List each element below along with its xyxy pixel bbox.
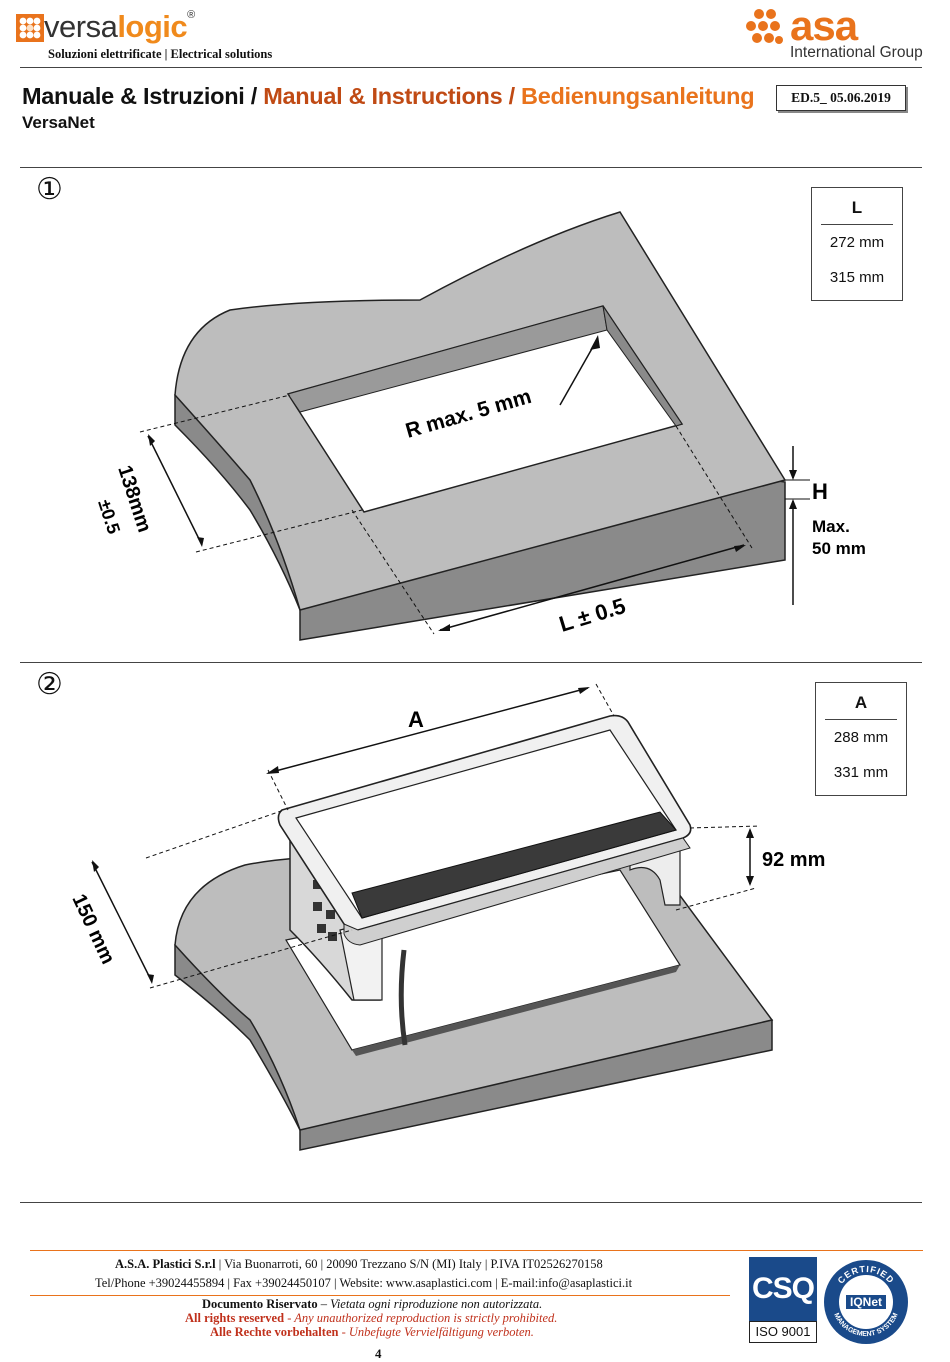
asa-subtitle: International Group <box>790 44 923 61</box>
page-number: 4 <box>375 1346 382 1361</box>
versalogic-dots-icon <box>16 14 44 42</box>
iso-label: ISO 9001 <box>749 1321 817 1343</box>
page-title: Manuale & Istruzioni / Manual & Instruct… <box>22 83 755 109</box>
height-label-92: 92 mm <box>762 849 825 871</box>
step2-dimension-table: A 288 mm 331 mm <box>815 682 907 796</box>
step-number-1: ① <box>36 172 63 207</box>
footer-reserved-it: Documento Riservato – Vietata ogni ripro… <box>202 1297 543 1311</box>
product-name: VersaNet <box>22 113 95 132</box>
edition-badge: ED.5_ 05.06.2019 <box>776 85 906 111</box>
height-label: H <box>812 479 828 504</box>
step-number-2: ② <box>36 667 63 702</box>
iqnet-certification-badge: CERTIFIED MANAGEMENT SYSTEM IQNet <box>824 1260 908 1344</box>
height-max-label: Max. <box>812 517 850 536</box>
step1-dimension-table: L 272 mm 315 mm <box>811 187 903 301</box>
footer-contact: Tel/Phone +39024455894 | Fax +3902445010… <box>95 1276 633 1290</box>
step2-table-value: 288 mm <box>833 729 889 746</box>
footer-company: A.S.A. Plastici S.r.l | Via Buonarroti, … <box>115 1257 603 1271</box>
length-label-a: A <box>408 707 424 732</box>
asa-wordmark: asa <box>790 2 858 49</box>
csq-certification-badge: CSQ ISO 9001 <box>749 1257 817 1345</box>
footer-rule-mid <box>30 1295 730 1296</box>
step2-table-header: A <box>854 693 868 712</box>
step2-installation-diagram: A 150 mm 92 mm <box>67 683 825 1151</box>
width-tolerance: ±0.5 <box>94 497 124 536</box>
versalogic-tagline: Soluzioni elettrificate | Electrical sol… <box>48 47 273 61</box>
csq-logo: CSQ <box>749 1257 817 1321</box>
footer-reserved-de: Alle Rechte vorbehalten - Unbefugte Verv… <box>210 1325 534 1339</box>
versalogic-logo <box>16 14 44 42</box>
step2-table-value: 331 mm <box>833 764 889 781</box>
step1-table-value: 272 mm <box>829 234 885 251</box>
section1-divider <box>20 167 922 168</box>
asa-dots-icon <box>746 9 783 44</box>
footer-divider <box>20 1202 922 1203</box>
asa-logo <box>745 8 785 48</box>
height-value: 50 mm <box>812 539 866 558</box>
versalogic-wordmark: versalogic® <box>44 9 195 44</box>
section2-divider <box>20 662 922 663</box>
step1-cutout-diagram: R max. 5 mm 138mm ±0.5 L ± 0.5 H Max. 50… <box>94 211 866 641</box>
footer-reserved-en: All rights reserved - Any unauthorized r… <box>185 1311 558 1325</box>
header-divider <box>20 67 922 68</box>
footer-rule-top <box>30 1250 923 1251</box>
width-label-150: 150 mm <box>67 891 118 968</box>
step1-table-value: 315 mm <box>829 269 885 286</box>
length-label: L ± 0.5 <box>556 593 628 637</box>
iqnet-logo: IQNet <box>850 1295 882 1309</box>
step1-table-header: L <box>851 198 863 217</box>
